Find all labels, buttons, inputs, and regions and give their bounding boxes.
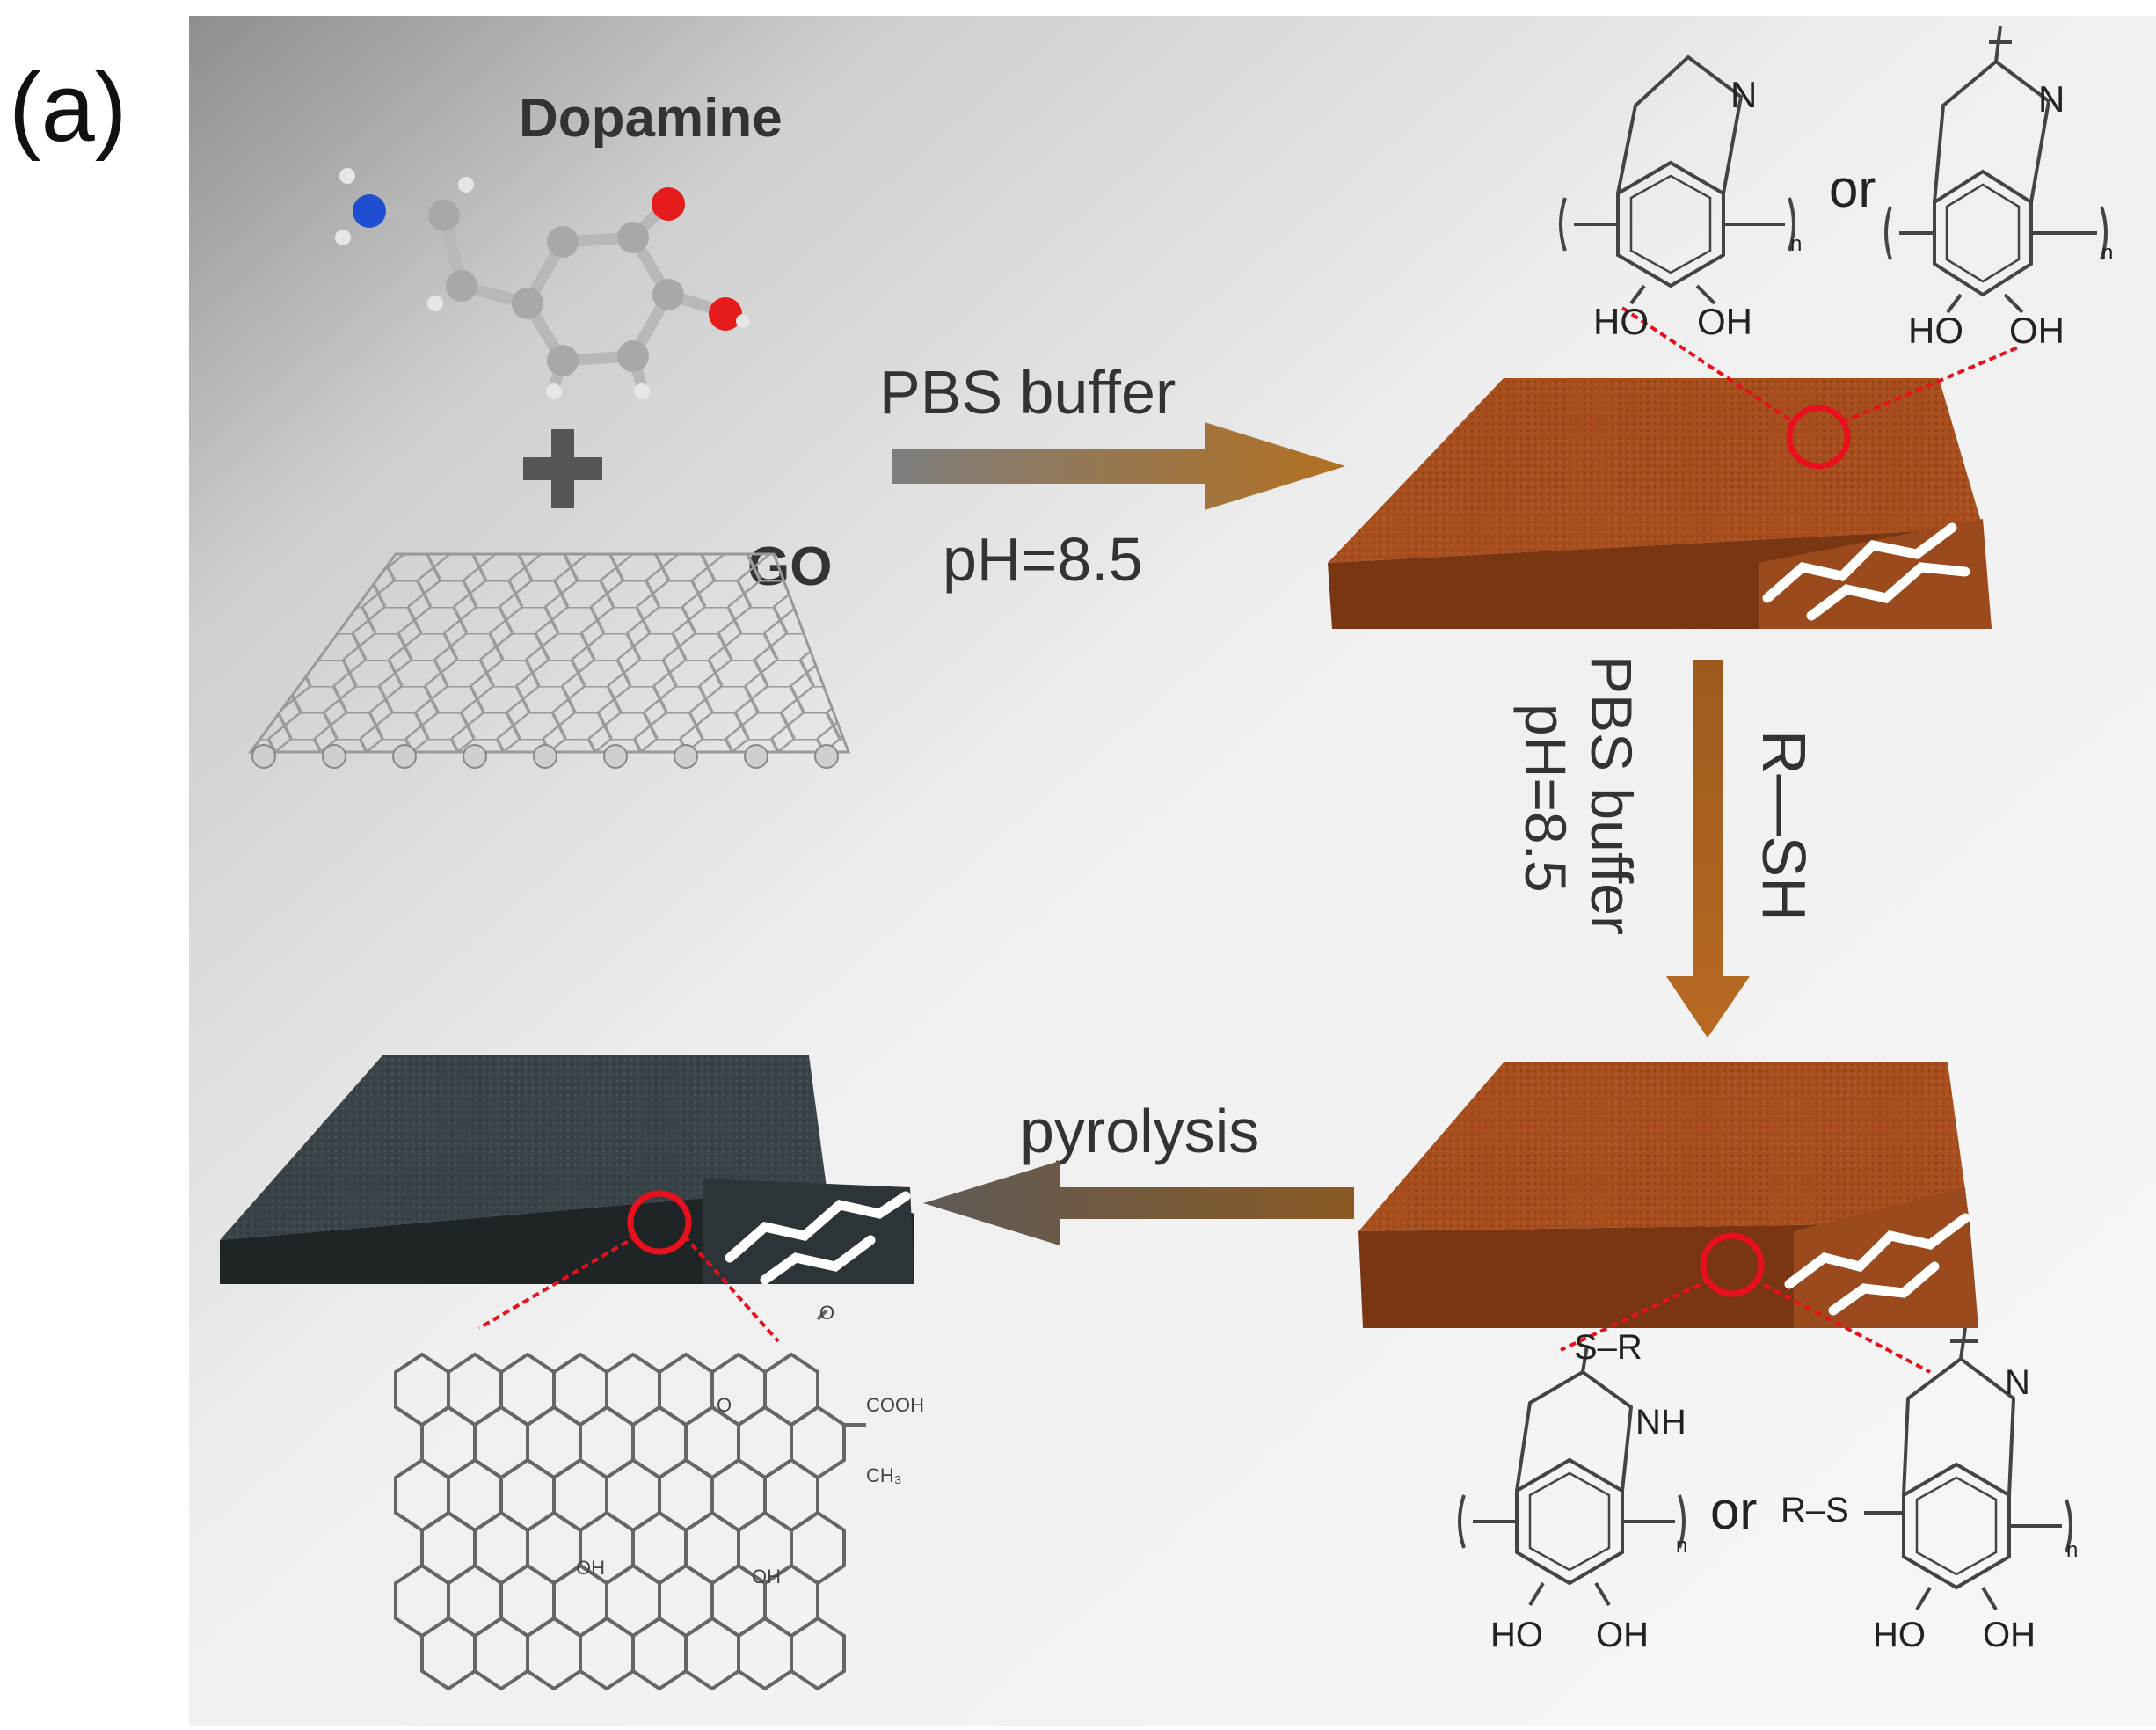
dopamine-label: Dopamine [519,88,783,149]
panel-label: (a) [9,54,127,162]
svg-text:OH: OH [2009,310,2065,351]
zoom-lines-top [1621,306,2019,424]
zoom-lines-bottom [1560,1278,1931,1374]
svg-text:N: N [2005,1363,2030,1402]
pda-thiol-sheet-bottom-icon [1358,1062,1978,1328]
step3-label: pyrolysis [1020,1097,1259,1165]
svg-text:NH: NH [1635,1403,1686,1442]
polydopamine-structure-top-labels: N N n n or HO OH HO OH [1593,74,2113,351]
svg-text:CH₃: CH₃ [866,1464,902,1486]
svg-text:n: n [2066,1538,2078,1562]
svg-text:HO: HO [1490,1616,1543,1654]
svg-text:OH: OH [1983,1616,2036,1654]
or-connector-bottom: or [1710,1481,1757,1540]
svg-text:HO: HO [1593,301,1649,342]
graphene-oxide-sheet-icon [248,552,851,769]
svg-text:n: n [1790,232,1802,256]
svg-text:N: N [1730,74,1757,115]
step2-reagent-label: R—SH [1750,730,1818,922]
plus-icon [523,429,602,508]
pda-coated-sheet-top-icon [1328,378,1992,629]
svg-text:OH: OH [576,1557,605,1579]
dopamine-molecule-icon: Dopamine [335,88,783,399]
figure-background [189,16,2156,1726]
step2-buffer-label: PBS buffer [1579,655,1644,935]
step1-top-label: PBS buffer [879,358,1176,427]
svg-text:COOH: COOH [866,1394,924,1416]
step1-bottom-label: pH=8.5 [943,525,1143,594]
carbon-lattice-labels: O COOH CH₃ OH OH O [576,1302,924,1588]
svg-text:O: O [717,1394,732,1416]
pda-thiol-structure-bottom-labels: S–R NH N R–S n n or HO OH HO OH [1490,1328,2078,1654]
zoom-lines-carbon [477,1234,780,1343]
polydopamine-structure-top [1559,26,2108,314]
carbon-lattice-structure [394,1309,866,1690]
svg-text:N: N [2038,78,2065,120]
pda-thiol-structure-bottom [1458,1327,2072,1611]
svg-text:n: n [2101,241,2113,265]
svg-text:S–R: S–R [1574,1328,1642,1367]
highlight-circle-carbon [627,1190,692,1255]
carbonized-sheet-icon [220,1055,914,1285]
svg-text:OH: OH [1697,301,1752,342]
svg-text:OH: OH [752,1566,781,1588]
highlight-circle-top [1786,405,1851,470]
svg-text:n: n [1676,1534,1687,1558]
svg-text:HO: HO [1908,310,1963,351]
highlight-circle-bottom [1700,1232,1765,1297]
or-connector-top: or [1829,159,1876,218]
svg-text:HO: HO [1873,1616,1926,1654]
svg-text:OH: OH [1596,1616,1649,1654]
step2-arrow-icon [1666,660,1750,1038]
step2-ph-label: pH=8.5 [1513,704,1578,893]
step3-arrow-icon [923,1161,1354,1245]
svg-text:O: O [819,1302,834,1324]
step1-arrow-icon [892,422,1345,510]
svg-text:R–S: R–S [1781,1491,1849,1529]
